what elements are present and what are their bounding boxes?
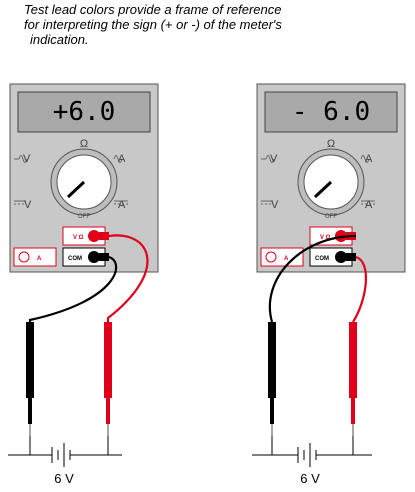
dc-amp-label: A: [118, 199, 126, 211]
ohm-label: Ω: [80, 138, 88, 150]
ac-volt-label: V: [270, 153, 278, 165]
battery-circuit: [252, 436, 372, 467]
amp-jack-label: A: [284, 256, 289, 262]
dc-amp-label: A: [365, 199, 373, 211]
caption: Test lead colors provide a frame of refe…: [24, 2, 384, 47]
black-lead: [268, 234, 357, 323]
com-jack-label: COM: [315, 256, 329, 262]
ac-amp-label: A: [118, 153, 126, 165]
battery-circuit: [8, 436, 122, 467]
voltage-label: 6 V: [300, 471, 320, 486]
ac-amp-label: A: [365, 153, 373, 165]
black-lead: [28, 255, 118, 326]
red-lead: [352, 255, 367, 323]
dc-volt-label: V: [271, 199, 279, 211]
off-label: OFF: [325, 214, 337, 220]
ohm-label: Ω: [327, 138, 335, 150]
black-probe: [268, 322, 276, 436]
amp-jack-label: A: [37, 256, 42, 262]
caption-line-3: indication.: [30, 32, 89, 47]
left-meter: Ω V A V A OFF V Ω COM A +6.0: [8, 82, 160, 486]
right-meter: Ω V A V A OFF V Ω COM A - 6.0: [252, 82, 407, 486]
red-lead: [106, 234, 149, 326]
dc-volt-label: V: [24, 199, 32, 211]
vohm-jack-label: V Ω: [73, 235, 84, 241]
ac-volt-label: V: [23, 153, 31, 165]
voltage-label: 6 V: [54, 471, 74, 486]
meter-display: +6.0: [53, 97, 116, 127]
com-jack-label: COM: [68, 256, 82, 262]
off-label: OFF: [78, 214, 90, 220]
black-probe: [26, 322, 34, 436]
vohm-jack-label: V Ω: [320, 235, 331, 241]
red-probe: [349, 322, 357, 436]
meter-display: - 6.0: [292, 97, 370, 127]
caption-line-1: Test lead colors provide a frame of refe…: [24, 2, 282, 17]
red-probe: [104, 322, 112, 436]
caption-line-2: for interpreting the sign (+ or -) of th…: [24, 17, 282, 32]
